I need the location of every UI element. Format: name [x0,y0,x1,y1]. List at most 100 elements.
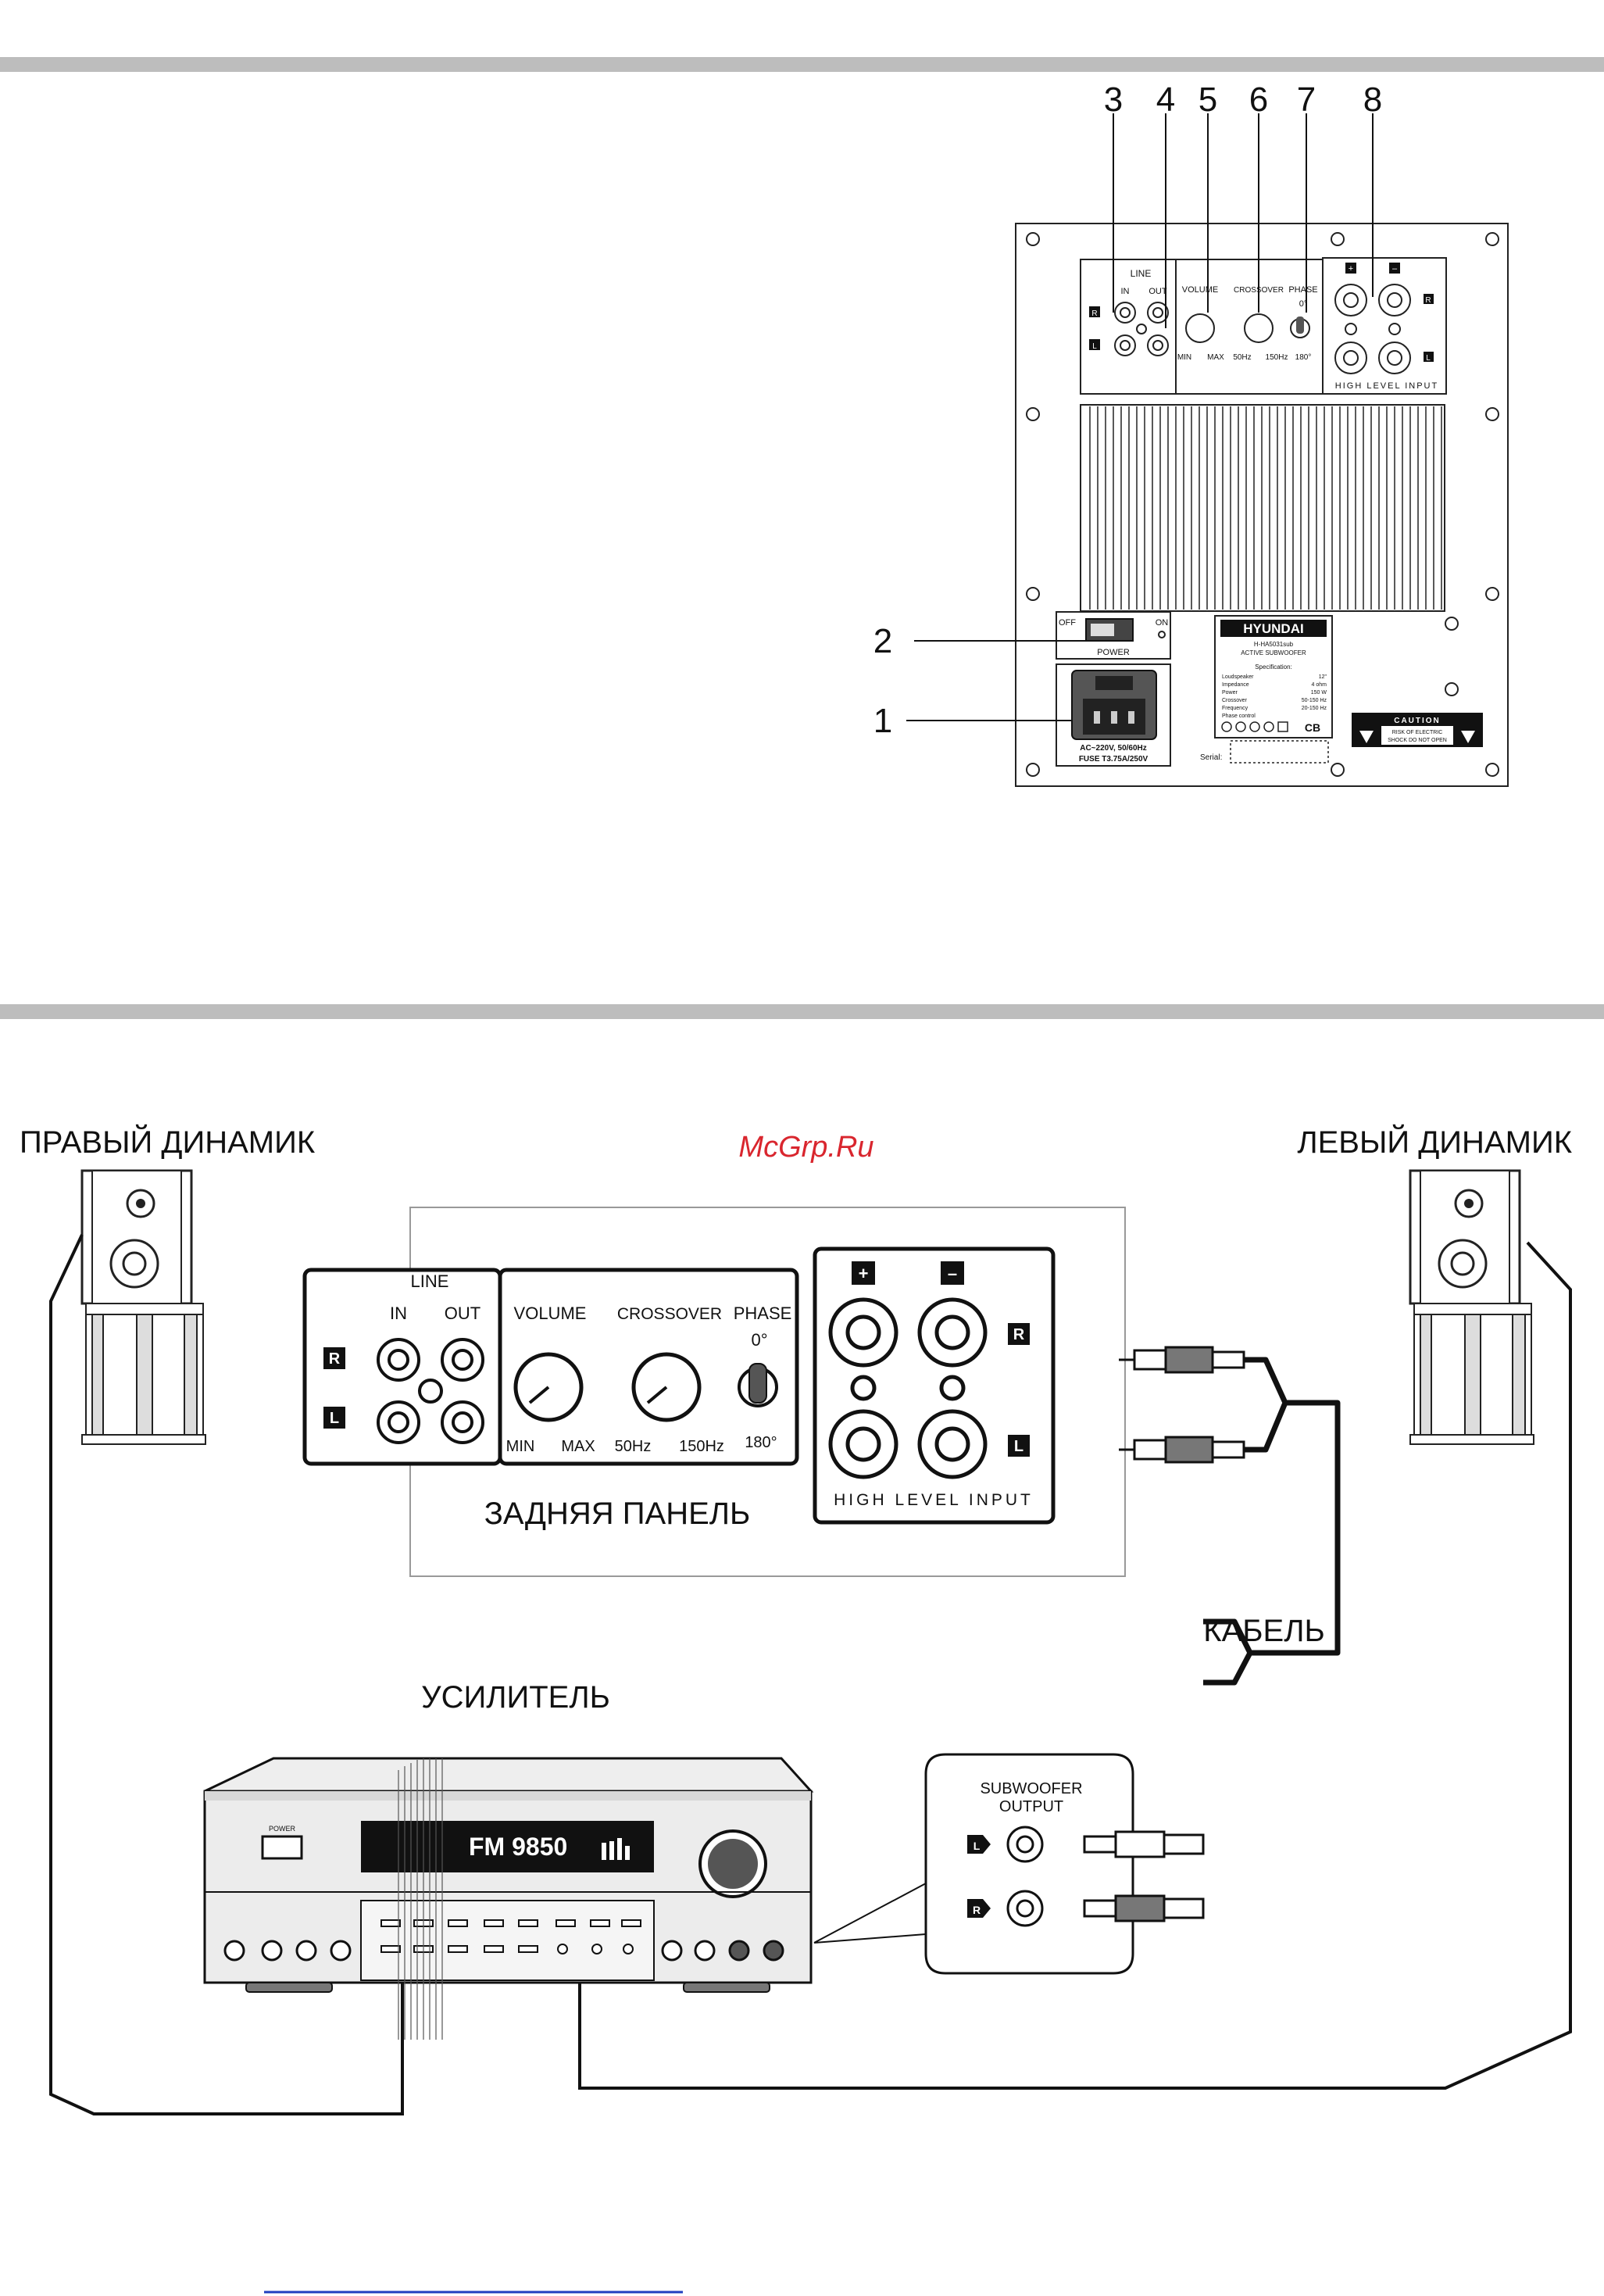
line-label: LINE [1131,268,1152,279]
hz50-label: 50Hz [1233,353,1251,362]
cb-mark: CB [1305,721,1320,734]
phase-180-label: 180° [1295,353,1312,362]
l-badge-hl-big: L [1014,1438,1023,1455]
amp-display-text: FM 9850 [469,1833,567,1861]
line-label-big: LINE [411,1271,449,1291]
callout-4: 4 [1156,80,1175,119]
plus-badge: + [1349,264,1353,274]
off-label: OFF [1059,618,1076,628]
subwoofer-rear-panel: LINE IN OUT R L VOLUME CROSSOVER PHASE 0… [1015,223,1509,787]
spec-value: 12" [1319,674,1327,680]
spec-key: Impedance [1222,682,1249,688]
panel-screws [1026,232,1499,777]
spec-value: 4 ohm [1312,682,1327,688]
spec-key: Power [1222,690,1238,696]
phase-switch-big[interactable] [738,1363,778,1407]
spec-title: Specification: [1255,663,1292,671]
rear-panel-label: ЗАДНЯЯ ПАНЕЛЬ [484,1497,751,1531]
high-level-terminals[interactable] [1334,284,1411,374]
l-badge-big: L [330,1410,339,1427]
volume-knob-big[interactable] [513,1352,584,1422]
left-speaker [1409,1169,1534,1445]
spec-key: Loudspeaker [1222,674,1254,680]
subwoofer-cable [1203,1357,1341,1686]
crossover-knob[interactable] [1244,313,1274,343]
callout-7: 7 [1297,80,1316,119]
sub-output-l-badge: L [973,1840,981,1852]
amplifier-label: УСИЛИТЕЛЬ [421,1680,610,1715]
minus-badge-big: – [948,1264,957,1283]
phase-label: PHASE [1288,285,1317,295]
sub-output-line2: OUTPUT [999,1798,1063,1815]
left-speaker-label: ЛЕВЫЙ ДИНАМИК [1297,1124,1572,1160]
spec-value: 150 W [1311,690,1327,696]
line-jacks-big[interactable] [377,1338,484,1444]
callout-6: 6 [1249,80,1268,119]
ac-inlet[interactable] [1071,670,1157,740]
rca-plugs-amp [1083,1830,1205,1922]
heatsink [1080,404,1445,612]
crossover-knob-big[interactable] [631,1352,702,1422]
power-button[interactable] [261,1835,303,1860]
subwoofer-output-callout: SUBWOOFER OUTPUT L R [813,1753,1205,1975]
minus-badge: – [1392,264,1398,274]
line-input-box: LINE IN OUT R L [1080,259,1177,395]
min-label: MIN [1177,353,1191,362]
watermark: McGrp.Ru [738,1131,873,1164]
high-level-terminals-big[interactable] [828,1297,988,1479]
out-label: OUT [1149,287,1167,296]
right-speaker [80,1169,206,1445]
section-divider-middle [0,1004,1604,1019]
callout-3: 3 [1104,80,1123,119]
section-divider-top [0,57,1604,72]
amp-power-label: POWER [269,1825,296,1833]
high-level-input-box: + – R L HIGH LEVEL INPUT [1322,257,1447,395]
r-badge-hl: R [1425,296,1431,305]
volume-label-big: VOLUME [514,1304,587,1323]
plus-badge-big: + [859,1264,869,1283]
in-label: IN [1121,287,1130,296]
right-speaker-label: ПРАВЫЙ ДИНАМИК [20,1124,316,1160]
crossover-label-big: CROSSOVER [617,1305,722,1323]
left-speaker-wire [578,1241,1572,2090]
max-label-big: MAX [561,1438,595,1455]
caution-line1: RISK OF ELECTRIC [1392,730,1443,735]
brand-logo: HYUNDAI [1243,621,1303,636]
antenna-lines [398,1758,443,2040]
master-volume-knob[interactable] [698,1829,767,1898]
on-label: ON [1156,618,1169,628]
in-label-big: IN [390,1304,407,1323]
ac-inlet-box: AC~220V, 50/60Hz FUSE T3.75A/250V [1056,663,1171,767]
front-buttons[interactable] [223,1940,784,1962]
phase-label-big: PHASE [734,1304,792,1323]
caution-line2: SHOCK DO NOT OPEN [1388,738,1447,743]
hz150-label-big: 150Hz [679,1438,724,1455]
rca-plugs-rear [1119,1346,1245,1464]
r-badge: R [1091,309,1097,318]
phase-switch[interactable] [1290,317,1310,338]
certification-marks [1221,721,1288,732]
ac-rating-label: AC~220V, 50/60Hz [1080,744,1147,753]
hz50-label-big: 50Hz [615,1438,652,1455]
amplifier: POWER FM 9850 [203,1757,814,2040]
line-jacks[interactable] [1114,302,1169,356]
l-badge: L [1092,342,1097,351]
sub-output-jacks[interactable] [1006,1826,1044,1927]
level-meter [602,1838,630,1860]
r-badge-big: R [329,1350,341,1368]
callout-8: 8 [1363,80,1382,119]
r-badge-hl-big: R [1013,1326,1025,1343]
callout-2: 2 [873,622,892,660]
sub-output-r-badge: R [973,1904,981,1916]
callout-5: 5 [1199,80,1217,119]
l-badge-hl: L [1426,354,1431,363]
volume-knob[interactable] [1185,313,1215,343]
power-switch-box: OFF ON POWER [1056,611,1171,660]
hz150-label: 150Hz [1266,353,1288,362]
caution-title: CAUTION [1394,717,1441,725]
min-label-big: MIN [506,1438,535,1455]
serial-label: Serial: [1200,753,1222,762]
spec-plate: HYUNDAI H-HA5031sub ACTIVE SUBWOOFER Spe… [1214,615,1333,739]
